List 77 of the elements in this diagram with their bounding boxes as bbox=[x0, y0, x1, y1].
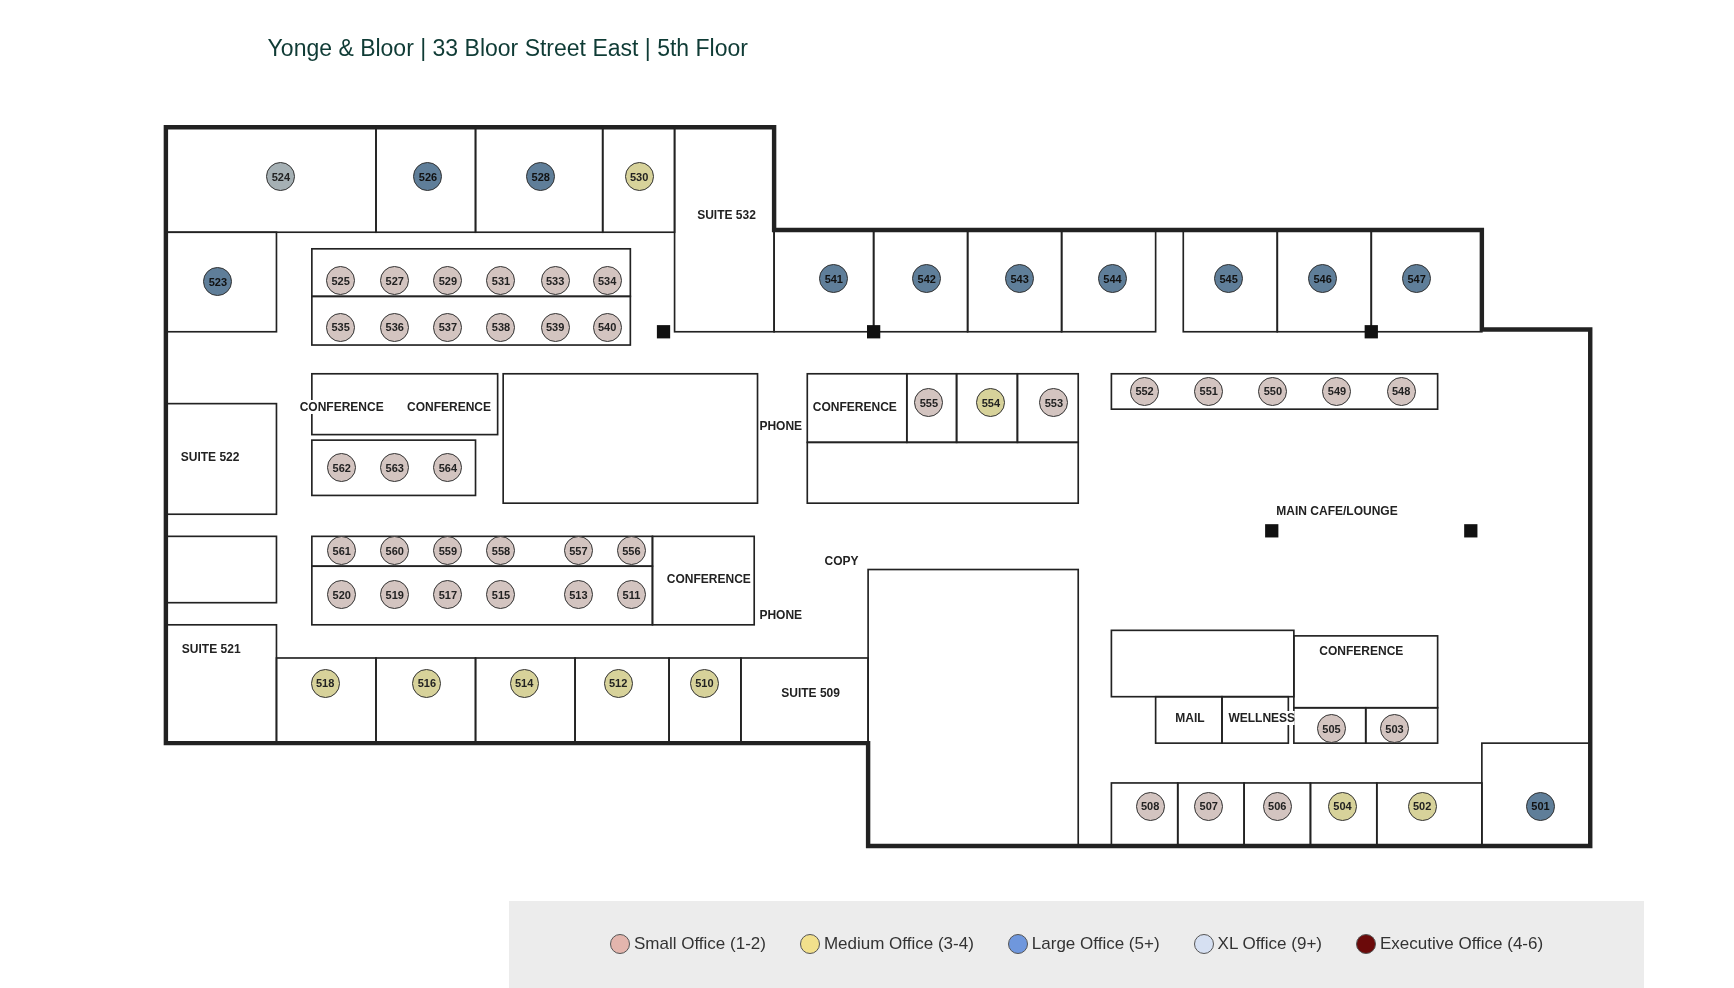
room-label: COPY bbox=[824, 553, 859, 568]
office-marker: 547 bbox=[1402, 264, 1432, 294]
office-marker: 536 bbox=[380, 312, 410, 342]
room-label: SUITE 532 bbox=[697, 207, 756, 222]
office-marker: 554 bbox=[976, 388, 1006, 418]
office-marker: 557 bbox=[563, 536, 593, 566]
room-label: CONFERENCE bbox=[812, 399, 897, 414]
office-marker: 508 bbox=[1135, 791, 1165, 821]
office-marker: 564 bbox=[433, 453, 463, 483]
office-marker: 526 bbox=[413, 162, 443, 192]
office-marker: 534 bbox=[592, 266, 622, 296]
office-marker: 512 bbox=[603, 668, 633, 698]
office-marker: 555 bbox=[914, 388, 944, 418]
office-marker: 553 bbox=[1039, 388, 1069, 418]
office-marker: 510 bbox=[689, 668, 719, 698]
office-marker: 520 bbox=[327, 580, 357, 610]
office-marker: 514 bbox=[509, 668, 539, 698]
office-marker: 519 bbox=[380, 580, 410, 610]
legend-label: XL Office (9+) bbox=[1217, 934, 1322, 955]
office-marker: 535 bbox=[326, 312, 356, 342]
office-marker: 528 bbox=[526, 162, 556, 192]
office-marker: 551 bbox=[1194, 376, 1224, 406]
office-marker: 507 bbox=[1194, 791, 1224, 821]
office-marker: 548 bbox=[1386, 376, 1416, 406]
office-marker: 549 bbox=[1322, 376, 1352, 406]
office-marker: 543 bbox=[1005, 264, 1035, 294]
office-marker: 537 bbox=[433, 312, 463, 342]
office-marker: 516 bbox=[412, 668, 442, 698]
office-marker: 538 bbox=[486, 312, 516, 342]
office-marker: 511 bbox=[616, 580, 646, 610]
office-marker: 558 bbox=[486, 536, 516, 566]
office-marker: 505 bbox=[1316, 714, 1346, 744]
office-marker: 561 bbox=[327, 536, 357, 566]
office-marker: 539 bbox=[540, 312, 570, 342]
office-marker: 541 bbox=[819, 264, 849, 294]
office-marker: 550 bbox=[1258, 376, 1288, 406]
office-marker: 524 bbox=[266, 162, 296, 192]
office-marker: 559 bbox=[433, 536, 463, 566]
legend-label: Large Office (5+) bbox=[1031, 934, 1160, 955]
office-marker: 531 bbox=[486, 266, 516, 296]
room-label: MAIL bbox=[1175, 710, 1205, 725]
office-marker: 515 bbox=[486, 580, 516, 610]
office-marker: 563 bbox=[380, 453, 410, 483]
room-label: MAIN CAFE/LOUNGE bbox=[1276, 503, 1398, 518]
office-marker: 546 bbox=[1308, 264, 1338, 294]
legend-label: Executive Office (4-6) bbox=[1380, 934, 1544, 955]
office-marker: 502 bbox=[1407, 791, 1437, 821]
office-marker: 503 bbox=[1380, 714, 1409, 744]
office-marker: 544 bbox=[1098, 264, 1127, 294]
office-marker: 517 bbox=[433, 580, 463, 610]
office-marker: 545 bbox=[1214, 264, 1244, 294]
room-label: WELLNESS bbox=[1228, 710, 1296, 725]
office-marker: 530 bbox=[624, 162, 654, 192]
office-marker: 523 bbox=[203, 267, 233, 297]
office-marker: 556 bbox=[616, 536, 646, 566]
legend-label: Small Office (1-2) bbox=[633, 934, 766, 955]
office-marker: 525 bbox=[326, 266, 356, 296]
room-label: PHONE bbox=[759, 418, 803, 433]
office-marker: 527 bbox=[380, 266, 410, 296]
office-marker: 560 bbox=[380, 536, 410, 566]
room-label: PHONE bbox=[759, 607, 803, 622]
room-label: CONFERENCE bbox=[406, 399, 491, 414]
office-marker: 518 bbox=[310, 668, 340, 698]
office-marker: 501 bbox=[1525, 791, 1555, 821]
office-marker: 529 bbox=[433, 266, 463, 296]
room-label: SUITE 522 bbox=[180, 449, 240, 464]
office-marker: 552 bbox=[1130, 376, 1160, 406]
office-marker: 562 bbox=[327, 453, 357, 483]
legend-label: Medium Office (3-4) bbox=[823, 934, 974, 955]
office-marker: 542 bbox=[912, 264, 942, 294]
office-marker: 506 bbox=[1262, 791, 1292, 821]
page-title: Yonge & Bloor | 33 Bloor Street East | 5th Floor bbox=[267, 35, 748, 63]
office-marker: 504 bbox=[1328, 791, 1357, 821]
room-label: CONFERENCE bbox=[299, 399, 384, 414]
office-marker: 533 bbox=[540, 266, 570, 296]
office-marker: 540 bbox=[592, 312, 622, 342]
office-marker: 513 bbox=[563, 580, 593, 610]
